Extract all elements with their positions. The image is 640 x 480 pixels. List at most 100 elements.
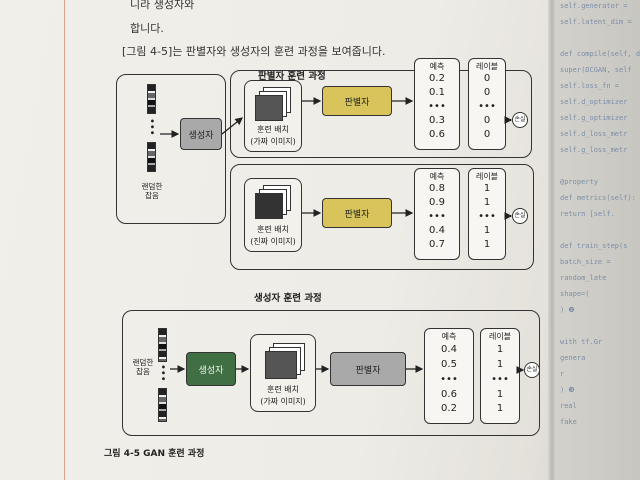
noise-label-line2: 잡음 (145, 191, 159, 200)
code-line: return [self. (560, 210, 615, 218)
noise-label-line2: 잡음 (136, 367, 150, 376)
label-value: 0 (483, 129, 491, 140)
fake-predictions-column: 예측 0.2 0.1 ••• 0.3 0.6 (414, 58, 460, 150)
gen-batch-label-2: (가짜 이미지) (260, 397, 306, 406)
noise-vector-bottom (147, 142, 156, 172)
gen-predictions-column: 예측 0.4 0.5 ••• 0.6 0.2 (424, 328, 474, 424)
labels-header: 레이블 (475, 172, 499, 181)
code-line: self.g_optimizer (560, 114, 628, 122)
prediction-value: 0.8 (429, 183, 445, 194)
real-row-box (230, 164, 534, 270)
prediction-value: 0.6 (429, 129, 445, 140)
label-value: 1 (483, 239, 491, 250)
gen-batch-box: 훈련 배치 (가짜 이미지) (250, 334, 316, 412)
label-ellipsis: ••• (478, 211, 496, 222)
figure-caption: 그림 4-5 GAN 훈련 과정 (104, 449, 205, 459)
fake-image-icon (265, 351, 297, 379)
label-ellipsis: ••• (478, 101, 496, 112)
code-line: @property (560, 178, 598, 186)
label-value: 0 (483, 73, 491, 84)
generator-section-title: 생성자 훈련 과정 (254, 293, 322, 304)
prediction-value: 0.2 (429, 73, 445, 84)
label-value: 0 (483, 87, 491, 98)
prediction-ellipsis: ••• (440, 374, 458, 385)
code-line: self.g_loss_metr (560, 146, 628, 154)
loss-node-gen: 손실 (524, 362, 540, 378)
body-text-line1: 니라 생성자와 (130, 0, 195, 11)
label-value: 1 (483, 197, 491, 208)
predictions-header: 예측 (429, 62, 445, 71)
gen-labels-column: 레이블 1 1 ••• 1 1 (480, 328, 520, 424)
fake-batch-label-1: 훈련 배치 (257, 125, 289, 134)
code-line: super(DCGAN, self (560, 66, 632, 74)
real-predictions-column: 예측 0.8 0.9 ••• 0.4 0.7 (414, 168, 460, 260)
code-line: self.loss_fn = (560, 82, 620, 90)
noise-label-gen: 랜덤한 잡음 (128, 358, 158, 376)
discriminator-block-real: 판별자 (322, 198, 392, 228)
prediction-value: 0.1 (429, 87, 445, 98)
code-line: fake (560, 418, 577, 426)
code-line: batch_size = (560, 258, 611, 266)
fake-row-box (230, 70, 532, 158)
figure-intro-text: [그림 4-5]는 판별자와 생성자의 훈련 과정을 보여줍니다. (122, 45, 386, 58)
label-value: 0 (483, 115, 491, 126)
fake-batch-label-2: (가짜 이미지) (250, 137, 296, 146)
label-value: 1 (496, 359, 504, 370)
code-line: self.latent_dim = (560, 18, 632, 26)
prediction-value: 0.3 (429, 115, 445, 126)
real-batch-label-1: 훈련 배치 (257, 225, 289, 234)
predictions-header: 예측 (429, 172, 445, 181)
noise-label-line1: 랜덤한 (141, 182, 163, 191)
loss-node-fake: 손실 (512, 112, 528, 128)
generator-block-gen: 생성자 (186, 352, 236, 386)
real-image-icon (255, 193, 283, 219)
code-line: genera (560, 354, 586, 362)
prediction-value: 0.9 (429, 197, 445, 208)
discriminator-block-fake: 판별자 (322, 86, 392, 116)
generator-training-box (122, 310, 540, 436)
code-line: with tf.Gr (560, 338, 603, 346)
margin-line (64, 0, 65, 480)
prediction-value: 0.6 (441, 389, 457, 400)
gen-batch-label-1: 훈련 배치 (267, 385, 299, 394)
prediction-value: 0.2 (441, 403, 457, 414)
prediction-value: 0.5 (441, 359, 457, 370)
prediction-ellipsis: ••• (428, 211, 446, 222)
label-value: 1 (496, 389, 504, 400)
label-value: 1 (496, 403, 504, 414)
predictions-header: 예측 (441, 332, 457, 341)
book-spine (548, 0, 556, 480)
code-line: def metrics(self): (560, 194, 636, 202)
discriminator-block-gen: 판별자 (330, 352, 406, 386)
labels-header: 레이블 (488, 332, 512, 341)
noise-vector-bottom-gen (158, 388, 167, 422)
label-value: 1 (483, 183, 491, 194)
noise-vector-top (147, 84, 156, 114)
code-line: random_late (560, 274, 607, 282)
code-line: r (560, 370, 565, 378)
loss-node-real: 손실 (512, 208, 528, 224)
noise-dots-icon: ••• (146, 118, 157, 136)
real-batch-label-2: (진짜 이미지) (250, 237, 296, 246)
labels-header: 레이블 (475, 62, 499, 71)
code-line: ) ❷ (560, 306, 575, 314)
label-value: 1 (483, 225, 491, 236)
fake-batch-box: 훈련 배치 (가짜 이미지) (244, 80, 302, 152)
code-line: ) ❸ (560, 386, 575, 394)
discriminator-section-title: 판별자 훈련 과정 (258, 71, 326, 82)
prediction-ellipsis: ••• (428, 101, 446, 112)
code-line: self.d_optimizer (560, 98, 628, 106)
label-value: 1 (496, 344, 504, 355)
facing-page-code: self.generator = self.latent_dim =def co… (556, 0, 640, 480)
code-line: real (560, 402, 577, 410)
noise-label-line1: 랜덤한 (132, 358, 154, 367)
code-line: shape=( (560, 290, 590, 298)
real-labels-column: 레이블 1 1 ••• 1 1 (468, 168, 506, 260)
prediction-value: 0.4 (429, 225, 445, 236)
body-text-line2: 합니다. (130, 22, 164, 35)
code-line: self.d_loss_metr (560, 130, 628, 138)
noise-dots-icon: ••• (157, 364, 168, 382)
noise-box (116, 74, 226, 224)
code-line: def compile(self, d_o (560, 50, 640, 58)
noise-vector-top-gen (158, 328, 167, 362)
